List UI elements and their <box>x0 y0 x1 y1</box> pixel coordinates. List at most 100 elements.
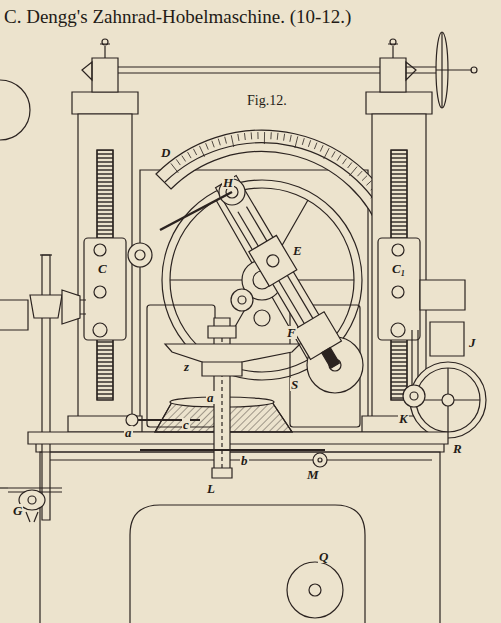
dividing-sector-part-part <box>206 143 209 149</box>
central-frame <box>140 170 368 432</box>
right-column-part <box>366 92 432 114</box>
pulley-r-part <box>416 368 480 432</box>
drive-rod-part <box>80 300 86 314</box>
callout-letter: a <box>124 426 133 439</box>
gear-hub-part <box>238 296 246 304</box>
callout-letter: a <box>206 391 215 404</box>
saddle-c-part <box>94 286 106 298</box>
central-frame-part <box>140 170 368 432</box>
saddle-c1-part <box>392 286 404 298</box>
handwheel <box>436 32 477 108</box>
callout-letter: C₁ <box>391 262 406 275</box>
pivot-h-part <box>160 192 232 230</box>
machine-stand <box>40 452 440 623</box>
drive-rod-part <box>40 254 52 255</box>
callout-letter: c <box>182 418 190 431</box>
dividing-sector-part-part <box>320 145 323 151</box>
dividing-sector-part-part <box>284 134 285 141</box>
slide-arm-part <box>322 348 340 369</box>
saddle-c1-part <box>420 280 465 310</box>
top-shaft-part <box>92 58 118 92</box>
handwheel-part <box>436 32 472 108</box>
bed-plate-part <box>36 444 444 452</box>
dividing-sector-part-part <box>182 156 186 162</box>
gear-blank-z <box>165 344 300 376</box>
callout-letter: E <box>292 244 303 257</box>
saddle-c-part <box>84 238 126 340</box>
dividing-sector-part-part <box>251 132 253 139</box>
gear-hub <box>231 289 270 326</box>
figure-title: C. Dengg's Zahnrad-Hobelmaschine. (10-12… <box>4 6 351 28</box>
spindle-part <box>214 318 230 470</box>
spindle-part <box>208 326 236 338</box>
worm-g-part <box>26 512 38 522</box>
worm-g-part <box>28 496 36 504</box>
dividing-sector-part-part <box>212 141 214 148</box>
dividing-sector-part-part <box>342 158 346 164</box>
dividing-sector-part-part <box>362 176 367 181</box>
dividing-sector-part-part <box>171 163 178 172</box>
top-shaft-part <box>102 39 108 45</box>
dividing-sector-part-part <box>314 143 317 149</box>
callout-letter: D <box>160 146 171 159</box>
pulley-r-part <box>442 394 454 406</box>
dividing-sector-part-part <box>199 146 204 157</box>
bracket-j-part <box>430 322 464 356</box>
drive-rod-part <box>30 295 62 318</box>
gear-k-part <box>403 385 425 407</box>
callout-letter: z <box>183 360 190 373</box>
callout-letter: R <box>452 442 463 455</box>
edge-fragment-part <box>0 300 28 330</box>
dividing-sector-part-part <box>337 155 341 161</box>
dividing-sector-part <box>156 130 403 236</box>
gear-blank-z-part <box>165 344 300 376</box>
wheel-q-part <box>309 584 321 596</box>
gear-hub-part <box>231 289 253 311</box>
callout-letter: J <box>468 336 477 349</box>
edge-fragment <box>0 80 30 488</box>
drive-rod-part <box>62 290 80 324</box>
machine-stand-part <box>40 452 440 623</box>
callout-letter: K <box>398 412 409 425</box>
dividing-sector-part-part <box>238 134 239 141</box>
dividing-sector-part-part <box>324 148 329 159</box>
title-text: C. Dengg's Zahnrad-Hobelmaschine. (10-12… <box>4 6 351 27</box>
edge-fragment-part <box>0 80 30 140</box>
saddle-c-part <box>128 243 152 267</box>
lever-b <box>140 450 327 478</box>
worm-g <box>8 488 62 522</box>
dividing-sector-part <box>165 143 392 233</box>
dividing-sector-part-part <box>188 152 192 158</box>
top-shaft-part <box>390 39 396 45</box>
dividing-sector-part-part <box>225 137 227 144</box>
large-wheel <box>162 180 362 380</box>
callout-letter: L <box>206 482 216 495</box>
callout-letter: S <box>290 378 299 391</box>
handwheel-part <box>471 67 477 73</box>
top-shaft-part <box>380 58 406 92</box>
callout-letter: C <box>97 262 108 275</box>
bed-plate <box>28 432 448 452</box>
dividing-sector-part-part <box>332 151 335 157</box>
dividing-sector-part-part <box>366 181 371 186</box>
machine-stand-part <box>130 505 365 623</box>
left-column-part <box>78 114 132 418</box>
callout-letter: G <box>12 504 23 517</box>
dividing-sector-part-part <box>257 132 258 139</box>
wheel-q <box>287 562 343 618</box>
dividing-sector-part-part <box>231 135 233 147</box>
dividing-sector-part-part <box>193 149 196 155</box>
slide-arm-part <box>249 235 297 286</box>
bed-plate-part <box>28 432 448 444</box>
pulley-r-part <box>416 368 480 432</box>
lever-b-part <box>212 468 232 478</box>
callout-letter: Q <box>318 550 329 563</box>
saddle-c-part <box>94 244 106 256</box>
work-table-part <box>126 414 138 426</box>
lever-b-part <box>140 449 325 451</box>
dividing-sector-part-part <box>218 139 220 146</box>
saddle-c1-part <box>391 323 405 337</box>
lever-b-part <box>318 458 322 462</box>
dividing-sector-part-part <box>302 138 304 145</box>
